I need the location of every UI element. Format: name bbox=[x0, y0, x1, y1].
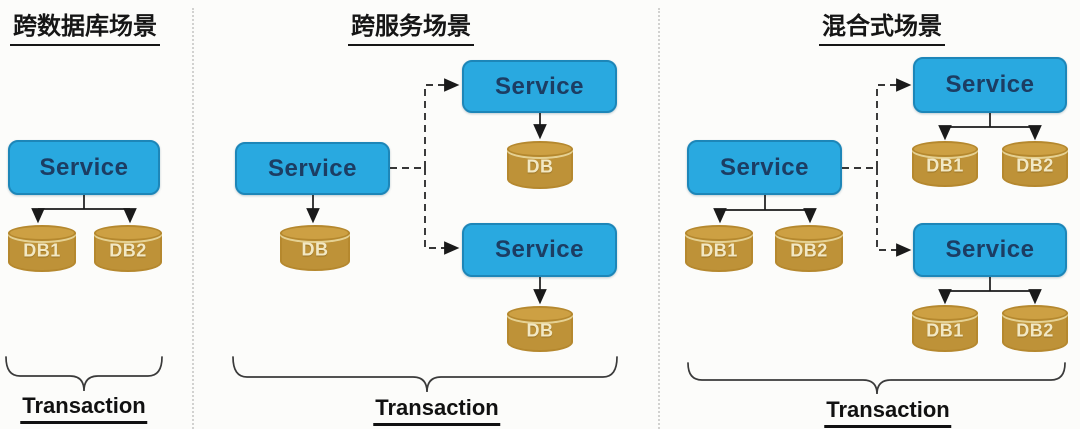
p2-dashed-call-arrows bbox=[390, 78, 460, 255]
db-label: DB2 bbox=[109, 240, 147, 261]
db-node: DB1 bbox=[8, 225, 76, 272]
db-cylinder-top bbox=[912, 141, 978, 157]
service-label: Service bbox=[495, 236, 584, 263]
p3-dashed-call-arrows bbox=[842, 78, 912, 257]
db-label: DB2 bbox=[1016, 155, 1054, 176]
db-cylinder-top bbox=[507, 306, 573, 322]
p1-transaction-brace bbox=[5, 356, 163, 392]
service-label: Service bbox=[945, 71, 1035, 98]
p3-transaction-brace bbox=[687, 362, 1066, 395]
db-cylinder-top bbox=[8, 225, 76, 241]
db-cylinder-body bbox=[507, 149, 573, 189]
db-cylinder-top bbox=[685, 225, 753, 241]
panel-divider bbox=[658, 8, 660, 429]
db-label: DB bbox=[526, 156, 554, 177]
service-label: Service bbox=[39, 153, 129, 181]
service-label: Service bbox=[945, 236, 1035, 263]
transaction-label: Transaction bbox=[373, 395, 501, 426]
db-label: DB bbox=[526, 320, 554, 341]
service-node-callee-bottom: Service bbox=[913, 223, 1067, 277]
panel-title: 跨数据库场景 bbox=[10, 6, 160, 46]
p1-fork-arrows bbox=[31, 195, 137, 224]
db-cylinder-top bbox=[1002, 305, 1068, 321]
service-node-caller: Service bbox=[235, 142, 390, 195]
panel-divider bbox=[192, 8, 194, 429]
db-label: DB2 bbox=[790, 240, 828, 261]
transaction-label: Transaction bbox=[20, 393, 148, 424]
panel-title: 混合式场景 bbox=[819, 6, 945, 46]
db-cylinder-top bbox=[94, 225, 162, 241]
db-label: DB1 bbox=[926, 320, 964, 341]
db-node: DB bbox=[507, 306, 573, 352]
db-cylinder-top bbox=[775, 225, 843, 241]
db-label: DB2 bbox=[1016, 320, 1054, 341]
db-node: DB2 bbox=[1002, 141, 1068, 187]
panel-title: 跨服务场景 bbox=[348, 6, 474, 46]
service-node: Service bbox=[8, 140, 160, 195]
service-node-caller: Service bbox=[687, 140, 842, 195]
service-label: Service bbox=[495, 72, 584, 100]
db-cylinder-top bbox=[507, 141, 573, 157]
transaction-label: Transaction bbox=[824, 397, 952, 428]
db-node: DB2 bbox=[1002, 305, 1068, 352]
db-cylinder-top bbox=[912, 305, 978, 321]
service-label: Service bbox=[720, 153, 809, 181]
db-node: DB bbox=[507, 141, 573, 189]
db-label: DB bbox=[301, 239, 329, 260]
db-node: DB2 bbox=[775, 225, 843, 272]
db-node: DB1 bbox=[912, 141, 978, 187]
db-label: DB1 bbox=[926, 155, 964, 176]
db-node: DB2 bbox=[94, 225, 162, 272]
db-node: DB bbox=[280, 225, 350, 271]
db-cylinder-top bbox=[280, 225, 350, 241]
p2-transaction-brace bbox=[232, 356, 618, 393]
service-node-callee-top: Service bbox=[462, 60, 617, 113]
service-node-callee-top: Service bbox=[913, 57, 1067, 113]
db-cylinder-top bbox=[1002, 141, 1068, 157]
db-label: DB1 bbox=[700, 240, 738, 261]
service-node-callee-bottom: Service bbox=[462, 223, 617, 277]
service-label: Service bbox=[268, 154, 357, 182]
db-label: DB1 bbox=[23, 240, 61, 261]
db-node: DB1 bbox=[912, 305, 978, 352]
db-node: DB1 bbox=[685, 225, 753, 272]
